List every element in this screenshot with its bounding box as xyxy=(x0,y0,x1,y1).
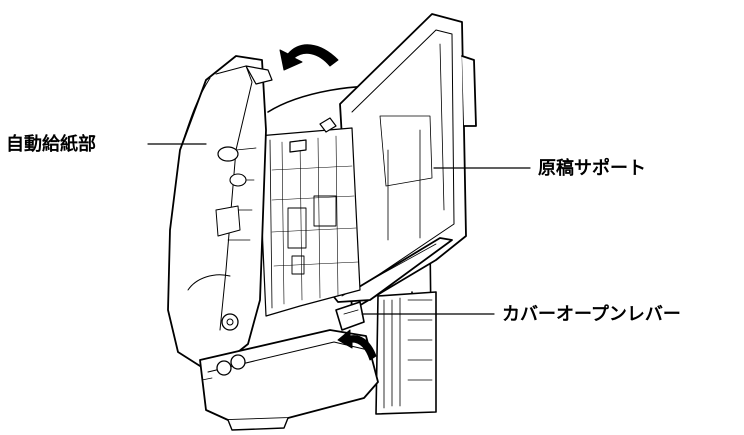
start-button-icon xyxy=(230,354,246,370)
label-auto-feeder: 自動給紙部 xyxy=(6,134,96,155)
front-base xyxy=(199,329,379,431)
lever-arrow-icon xyxy=(337,329,377,361)
label-cover-open-lever: カバーオープンレバー xyxy=(502,304,681,325)
power-button-icon xyxy=(216,360,232,376)
open-direction-arrow-icon xyxy=(279,44,339,71)
paper-path xyxy=(257,117,361,317)
label-document-support: 原稿サポート xyxy=(538,158,646,179)
cover-open-lever xyxy=(335,301,365,331)
leader-lines xyxy=(147,143,531,315)
auto-feeder-unit xyxy=(167,55,273,367)
